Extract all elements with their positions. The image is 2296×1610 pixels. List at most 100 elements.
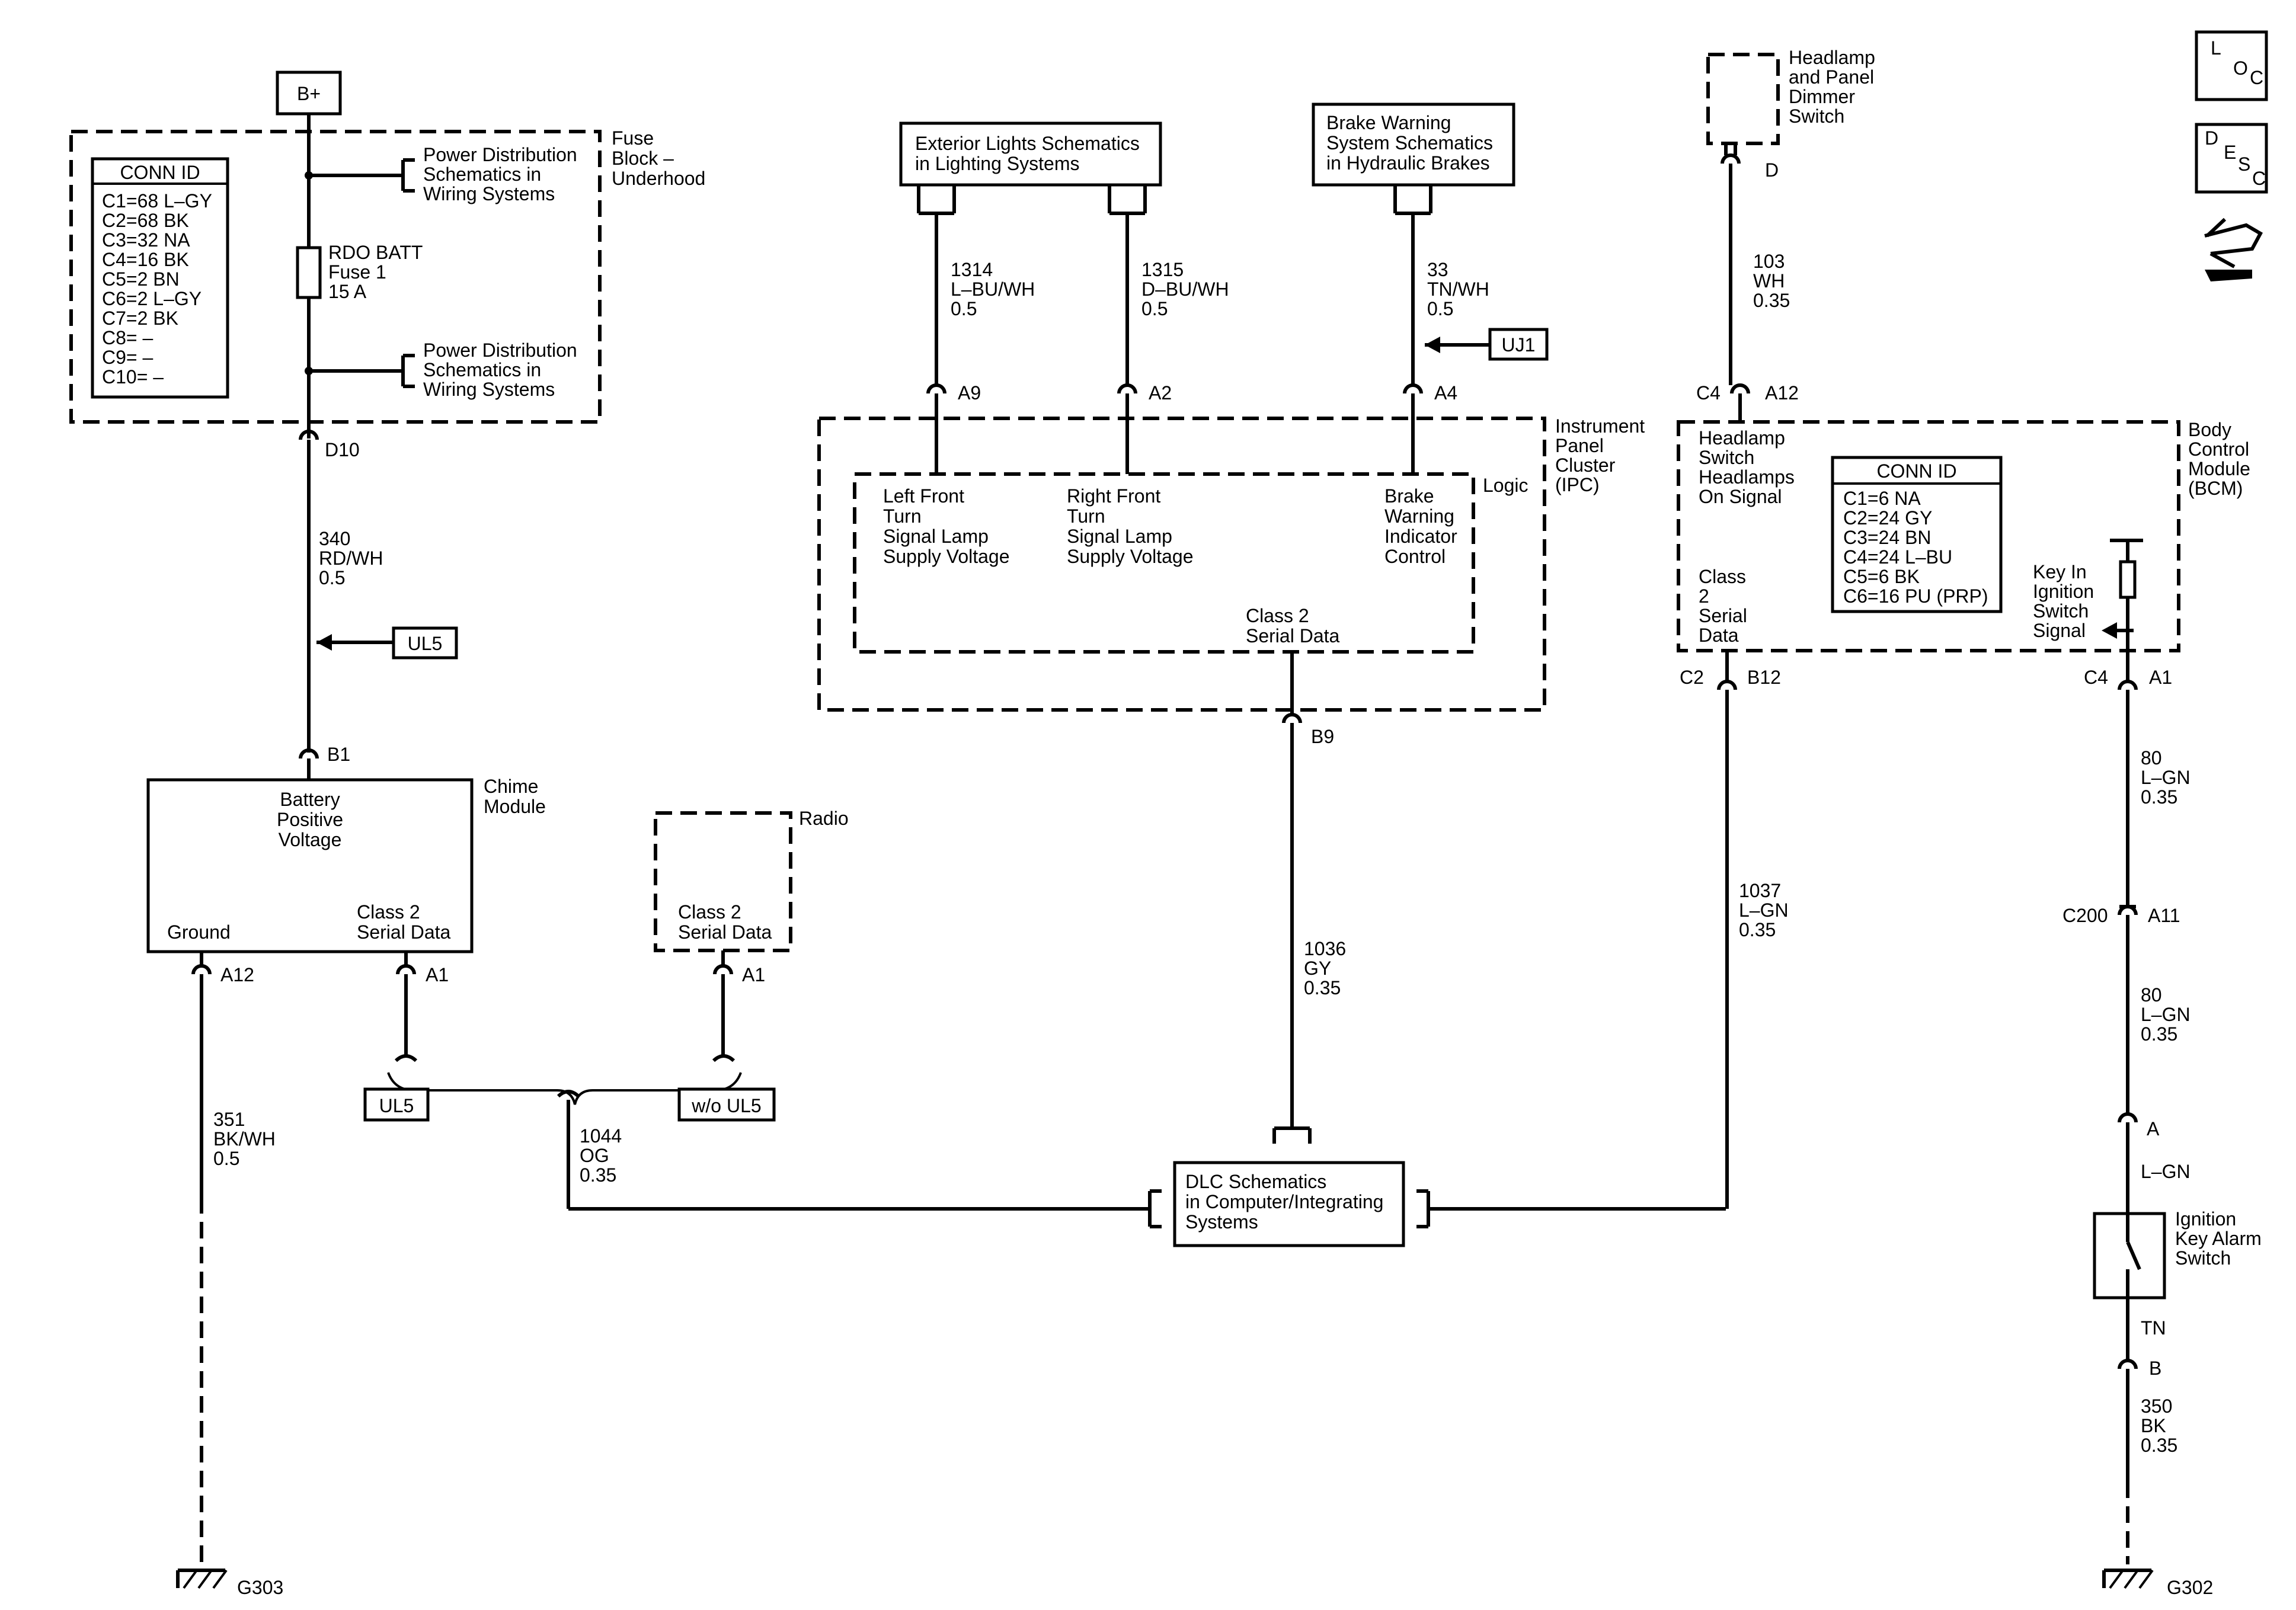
connector-terminal — [1403, 383, 1423, 394]
wire-1315-label: 1315 — [1141, 259, 1184, 280]
connector-a11: A11 — [2148, 905, 2180, 926]
wire-103-label: 103 — [1753, 251, 1785, 272]
uj1-box — [1488, 328, 1549, 361]
arrow-head — [2102, 622, 2117, 639]
wire-80-label: L–GN — [2141, 767, 2191, 788]
ipc-class2-label: Class 2 — [1246, 605, 1309, 626]
connector-terminal — [2118, 1112, 2138, 1123]
brake-indicator-label: Warning — [1384, 505, 1454, 527]
left-front-label: Signal Lamp — [883, 526, 989, 547]
ipc-label: (IPC) — [1555, 474, 1600, 495]
loc-icon — [2195, 30, 2268, 101]
connector-c4: C4 — [2084, 667, 2108, 688]
fuse-block-label: Fuse — [612, 127, 654, 149]
key-in-label: Signal — [2033, 620, 2086, 641]
power-distribution-label: Schematics in — [423, 164, 541, 185]
wire-1315-label: D–BU/WH — [1141, 279, 1229, 300]
bcm-label: Module — [2188, 458, 2250, 479]
connector-b: B — [2149, 1358, 2161, 1379]
ul5-option-box — [363, 1087, 430, 1122]
wire-103-label: 0.35 — [1753, 290, 1790, 311]
fuse-symbol — [296, 246, 322, 299]
right-front-label: Supply Voltage — [1067, 546, 1194, 567]
bcm-conn-entry: C1=6 NA — [1843, 488, 1921, 509]
connector-a12: A12 — [1765, 382, 1799, 404]
headlamp-dimmer-label: Dimmer — [1789, 86, 1855, 107]
conn-id-entry: C1=68 L–GY — [102, 190, 212, 212]
chime-module-label: Module — [484, 796, 546, 817]
wire-1315-label: 0.5 — [1141, 298, 1168, 319]
headlamp-signal-label: On Signal — [1699, 486, 1782, 507]
exterior-lights-label: Exterior Lights Schematics — [915, 133, 1140, 154]
conn-id-entry: C10= – — [102, 366, 164, 388]
bcm-class2-label: Class — [1699, 566, 1746, 587]
bcm-conn-entry: C3=24 BN — [1843, 527, 1932, 548]
wire-33-label: 33 — [1427, 259, 1448, 280]
connector-terminal — [926, 383, 946, 394]
wire-351-label: 351 — [213, 1109, 245, 1130]
wire-1036-label: 0.35 — [1304, 977, 1341, 998]
power-distribution-label: Wiring Systems — [423, 183, 555, 204]
wire-350-label: BK — [2141, 1415, 2166, 1436]
conn-id-entry: C6=2 L–GY — [102, 288, 202, 309]
wire-lgn-label: L–GN — [2141, 1161, 2191, 1182]
fuse-block-label: Block – — [612, 148, 674, 169]
connector-terminal — [191, 964, 212, 975]
headlamp-signal-label: Switch — [1699, 447, 1754, 468]
ground-pin-label: Ground — [167, 921, 231, 943]
right-front-label: Right Front — [1067, 485, 1160, 507]
ground-hatch — [197, 1569, 213, 1589]
fuse-block-boundary — [69, 130, 602, 424]
connector-terminal — [1282, 713, 1302, 724]
exterior-lights-label: in Lighting Systems — [915, 153, 1079, 174]
plug-icon — [2205, 217, 2227, 238]
bcm-conn-entry: C4=24 L–BU — [1843, 546, 1952, 568]
ipc-class2-label: Serial Data — [1246, 625, 1340, 646]
desc-icon-letter: S — [2238, 153, 2250, 175]
wire-1037-label: 1037 — [1739, 880, 1781, 901]
wire-33-label: TN/WH — [1427, 279, 1489, 300]
ignition-switch-label: Switch — [2175, 1247, 2231, 1269]
right-front-label: Turn — [1067, 505, 1105, 527]
connector-c200: C200 — [2062, 905, 2108, 926]
desc-icon — [2195, 123, 2268, 194]
connector-terminal — [2118, 1359, 2138, 1369]
power-distribution-label: Wiring Systems — [423, 379, 555, 400]
connector-terminal — [2118, 905, 2138, 916]
class2-serial-label: Class 2 — [678, 901, 741, 923]
wire-1044-label: 1044 — [580, 1125, 622, 1147]
bplus-label: B+ — [297, 83, 321, 104]
connector-b12: B12 — [1747, 667, 1781, 688]
wire-1036-label: GY — [1304, 958, 1331, 979]
fuse-label: Fuse 1 — [328, 261, 386, 283]
ignition-switch-label: Ignition — [2175, 1208, 2236, 1230]
connector-terminal — [299, 748, 319, 759]
dlc-label: DLC Schematics — [1185, 1171, 1326, 1192]
wire-80-label: 0.35 — [2141, 786, 2177, 808]
switch-contact — [2126, 1241, 2141, 1270]
arrow-head — [1425, 337, 1440, 353]
wire-1314-label: 0.5 — [951, 298, 977, 319]
ground-hatch — [183, 1569, 198, 1589]
connector-d10: D10 — [325, 439, 360, 460]
wire-1044-label: OG — [580, 1145, 609, 1166]
wo-ul5-label: w/o UL5 — [691, 1095, 761, 1116]
splice-break — [712, 1054, 736, 1062]
connector-c4: C4 — [1696, 382, 1721, 404]
chime-module — [146, 778, 474, 953]
wire-80-label: 80 — [2141, 984, 2162, 1006]
plug-icon — [2204, 223, 2263, 255]
fuse-conn-id-table — [91, 157, 229, 399]
wire-80-label: L–GN — [2141, 1004, 2191, 1025]
headlamp-dimmer-label: and Panel — [1789, 66, 1874, 88]
connector-a9: A9 — [958, 382, 981, 404]
wire-351-label: 0.5 — [213, 1148, 239, 1169]
bcm-class2-label: Serial — [1699, 605, 1747, 626]
splice-break — [557, 1090, 580, 1098]
brake-warning-label: System Schematics — [1326, 132, 1493, 153]
brake-indicator-label: Indicator — [1384, 526, 1457, 547]
headlamp-signal-label: Headlamps — [1699, 466, 1795, 488]
plug-icon — [2205, 270, 2252, 281]
battery-positive-label: Battery — [280, 789, 340, 810]
